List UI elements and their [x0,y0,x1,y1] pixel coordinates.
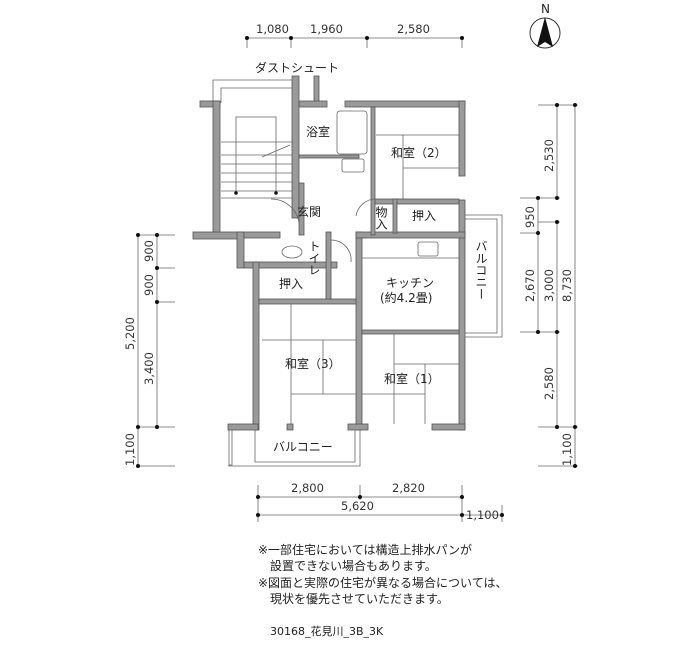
dim-right-8730: 8,730 [560,269,574,302]
label-genkan: 玄関 [297,204,321,219]
dim-right-950: 950 [523,206,537,228]
label-kitchen-size: (約4.2畳) [380,290,432,305]
note-line-2: 設置できない場合もあります。 [258,559,437,573]
dim-top-2: 1,960 [310,22,343,36]
dim-right-3000: 3,000 [542,269,556,302]
dim-right-2530: 2,530 [542,139,556,172]
label-oshiire-2: 押入 [279,277,303,291]
dim-bottom-total: 5,620 [341,499,374,513]
dim-right-2670: 2,670 [523,269,537,302]
dim-bottom-2: 2,820 [392,481,425,495]
note-line-3: ※図面と実際の住宅が異なる場合については、 [258,576,508,590]
north-arrow-icon: N [529,2,561,49]
note-line-1: ※一部住宅においては構造上排水パンが [258,543,473,557]
label-washitsu-3: 和室（3） [285,356,341,371]
label-monoire: 物入 [374,206,388,230]
label-balcony-bottom: バルコニー [273,440,333,454]
fixtures [262,110,459,424]
dimension-lines [136,36,578,522]
dim-bottom-balcony: 1,100 [466,508,499,522]
dim-right-2580: 2,580 [542,367,556,400]
label-washitsu-2: 和室（2） [391,145,447,160]
label-oshiire-1: 押入 [412,209,436,223]
dim-left-3400: 3,400 [142,352,156,385]
dim-top-3: 2,580 [397,22,430,36]
label-bath: 浴室 [306,124,330,139]
label-toilet: トイレ [307,240,321,276]
note-line-4: 現状を優先させていただきます。 [258,592,449,606]
dim-left-5200: 5,200 [123,317,137,350]
label-dust-chute: ダストシュート [255,60,339,75]
walls [192,75,466,431]
label-washitsu-1: 和室（1） [384,371,440,386]
label-balcony-right: バルコニー [474,240,488,300]
dim-right-1100: 1,100 [560,433,574,466]
dim-left-900b: 900 [142,274,156,296]
dim-top-1: 1,080 [256,22,289,36]
label-kitchen: キッチン [386,276,434,290]
caption: 30168_花見川_3B_3K [270,625,384,638]
north-label: N [541,2,550,16]
dim-bottom-1: 2,800 [291,481,324,495]
dim-left-1100: 1,100 [123,433,137,466]
dim-left-900a: 900 [142,240,156,262]
